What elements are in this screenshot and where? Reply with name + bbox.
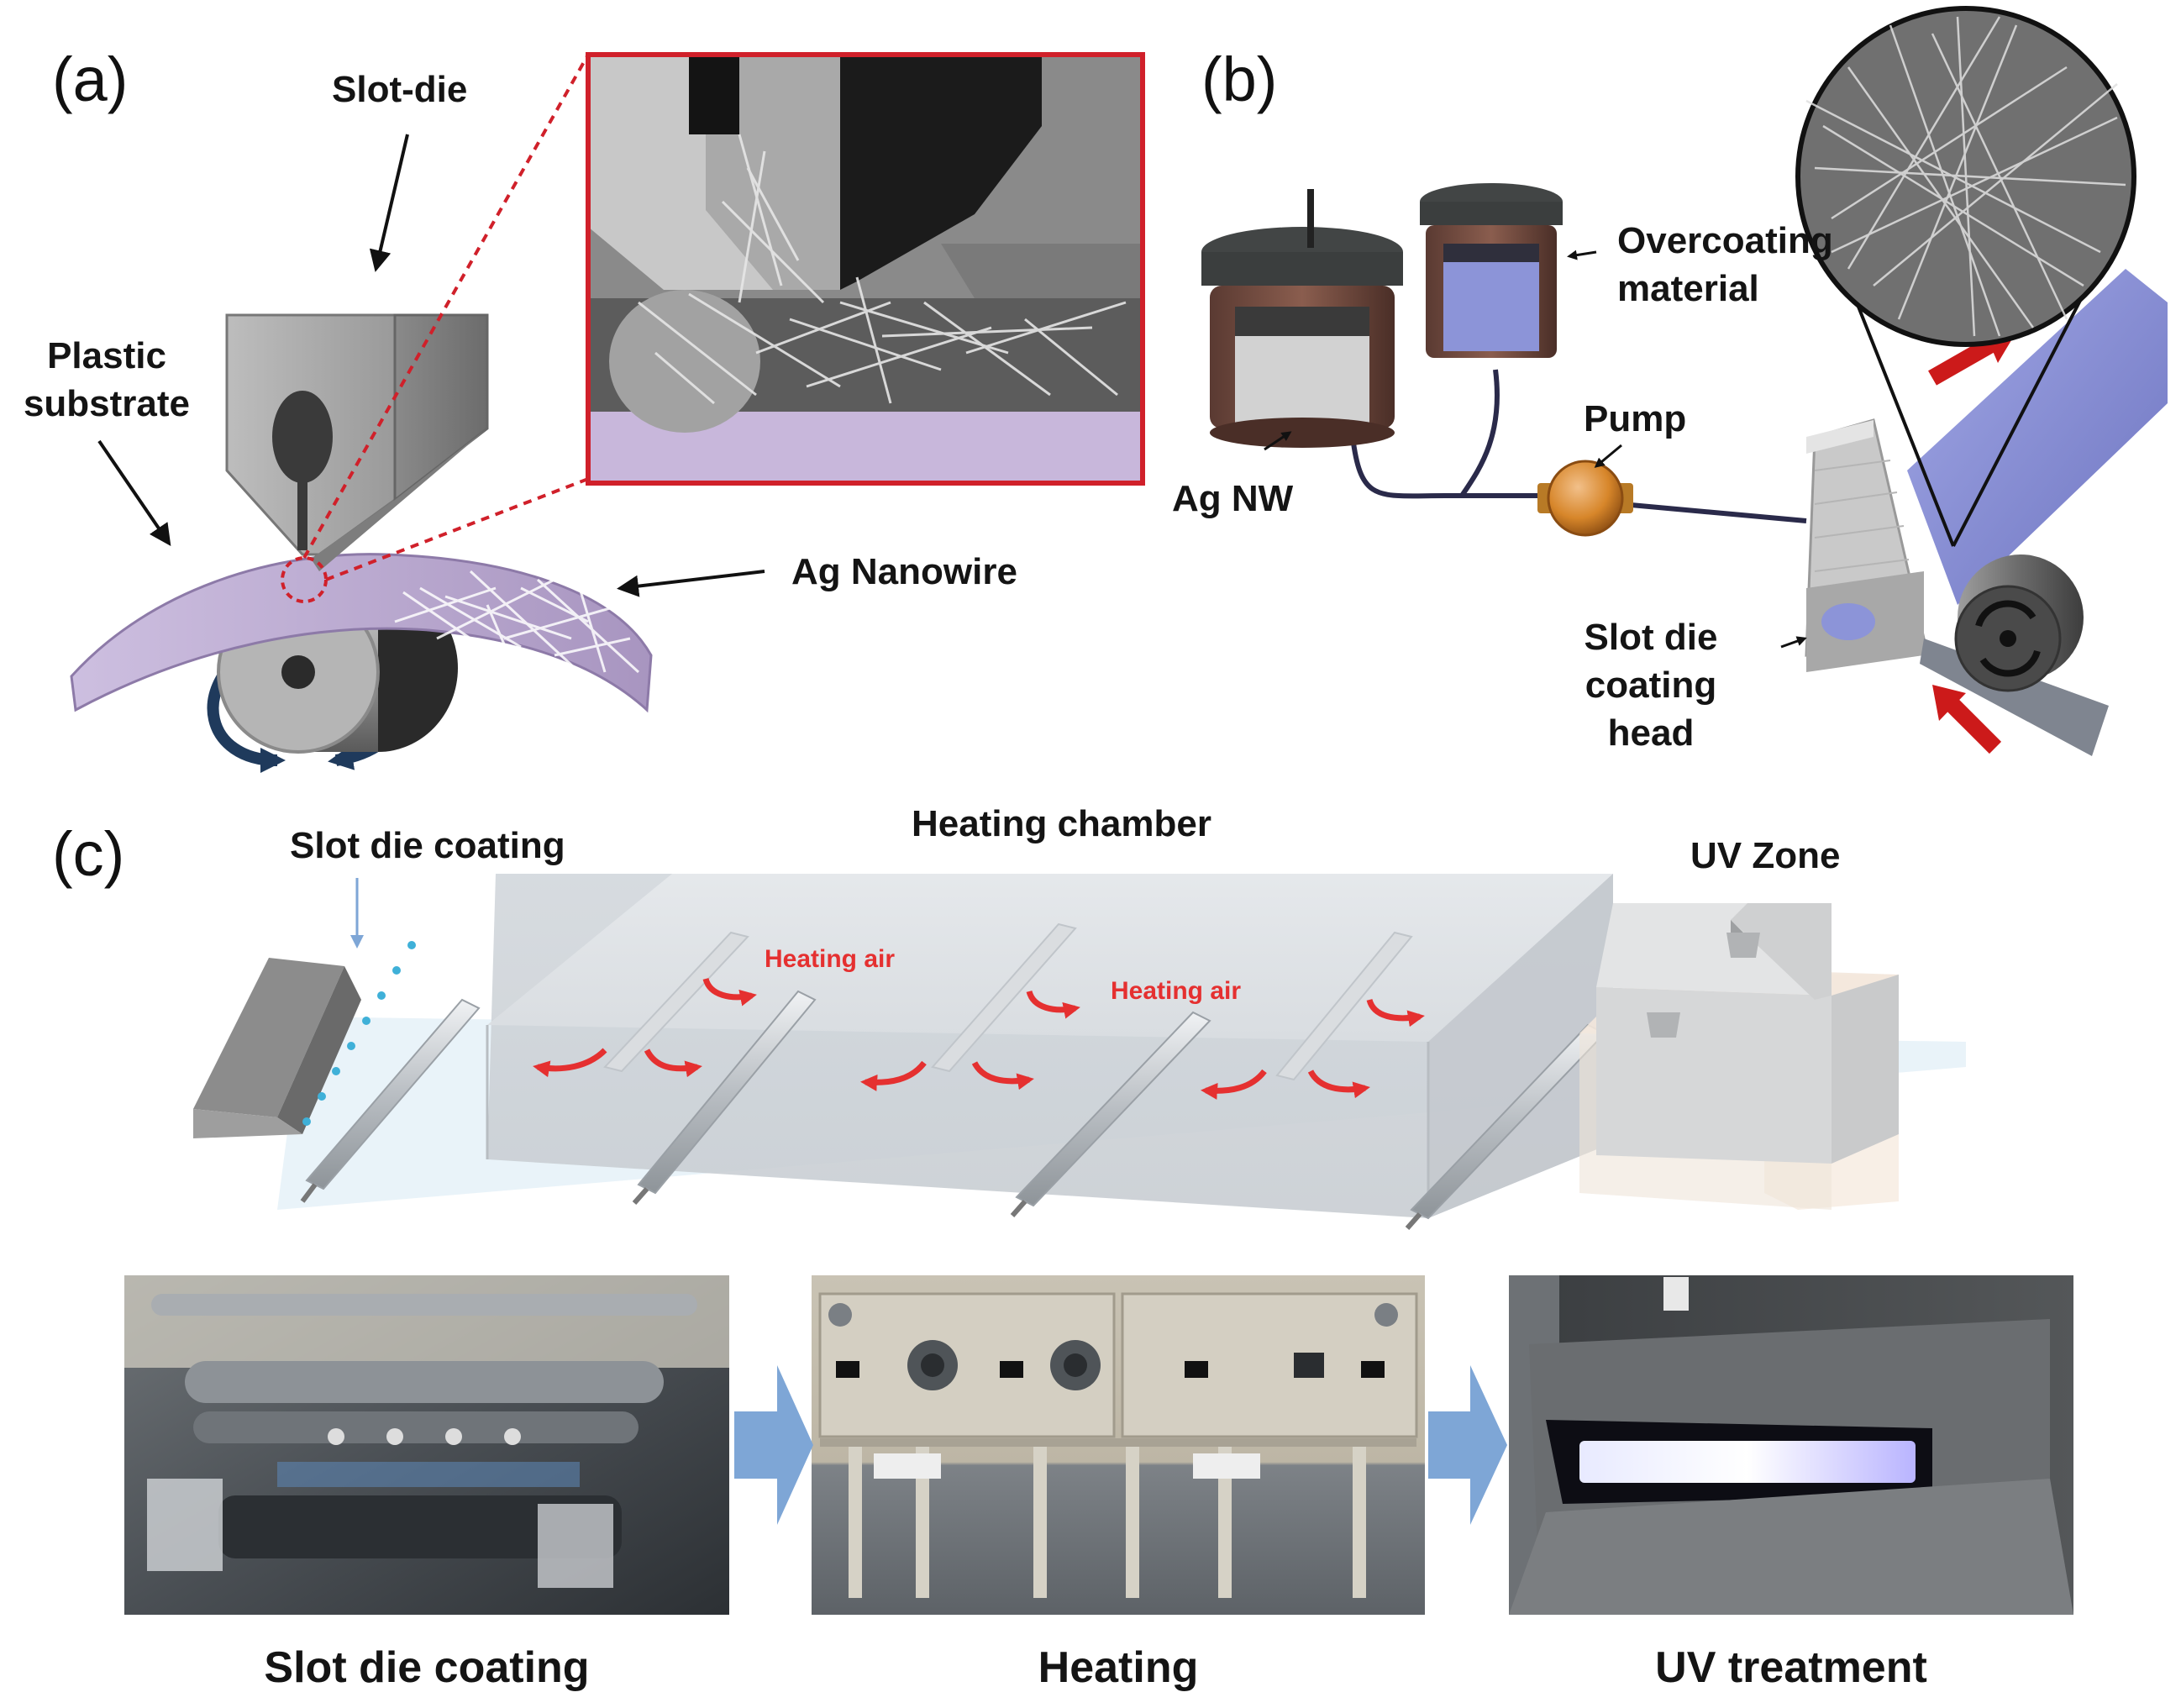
inset-nanowires xyxy=(638,134,1127,405)
label-plastic-substrate: Plastic substrate xyxy=(10,332,203,428)
pump-body xyxy=(1547,460,1624,537)
coating-drops xyxy=(302,941,416,1126)
roller-2 xyxy=(637,990,817,1195)
label-heating-air-2: Heating air xyxy=(1111,977,1242,1005)
label-overcoating-line2: material xyxy=(1617,268,1759,310)
label-plastic-substrate-line2: substrate xyxy=(23,383,191,425)
label-ag-nw: Ag NW xyxy=(1172,478,1294,519)
panel-letter-b: (b) xyxy=(1201,45,1278,114)
tube-overcoat xyxy=(1459,369,1500,497)
overcoated-web xyxy=(1907,269,2168,605)
label-slot-die-coating: Slot die coating xyxy=(290,825,565,866)
roller-3 xyxy=(1015,1011,1211,1207)
label-heating-air-1: Heating air xyxy=(765,945,896,973)
process-arrow-2 xyxy=(1428,1365,1507,1525)
label-slot-die: Slot-die xyxy=(332,69,468,110)
photo-uv-treatment xyxy=(1509,1275,2073,1615)
panel-a-illustration xyxy=(70,54,765,773)
label-pump: Pump xyxy=(1584,398,1687,439)
label-slot-die-coating-head: Slot die coating head xyxy=(1554,613,1747,758)
uv-zone-box xyxy=(1596,987,1832,1164)
panel-letter-a: (a) xyxy=(52,45,129,114)
caption-slot-die-coating: Slot die coating xyxy=(264,1643,590,1692)
caption-uv-treatment: UV treatment xyxy=(1655,1643,1927,1692)
photo-slot-die-coating xyxy=(124,1275,729,1615)
slot-die-block xyxy=(193,958,344,1117)
sem-nanowires xyxy=(1805,16,2126,337)
ag-nanowire-pointer xyxy=(617,570,765,597)
zoom-frame xyxy=(586,52,1145,486)
caption-heating: Heating xyxy=(1038,1643,1199,1692)
roll-axle xyxy=(281,655,315,689)
label-uv-zone: UV Zone xyxy=(1690,835,1841,876)
label-slot-die-head-line2: coating xyxy=(1585,665,1717,707)
plastic-substrate-pointer xyxy=(97,439,171,546)
zoom-line-top xyxy=(302,54,590,559)
nanowire-mesh-a xyxy=(394,570,640,682)
label-ag-nanowire: Ag Nanowire xyxy=(791,551,1017,592)
label-slot-die-head-line3: head xyxy=(1607,712,1695,754)
slot-die-cavity xyxy=(272,391,333,483)
heating-air-arrows xyxy=(533,977,1425,1100)
process-arrow-1 xyxy=(734,1365,813,1525)
label-overcoating-material: Overcoating material xyxy=(1617,217,1833,313)
label-slot-die-head-line1: Slot die xyxy=(1584,617,1718,658)
zoom-line-bottom xyxy=(325,477,589,581)
inset-roll xyxy=(609,290,760,433)
roller-1 xyxy=(305,998,481,1190)
label-heating-chamber: Heating chamber xyxy=(912,803,1211,844)
panel-letter-c: (c) xyxy=(52,819,125,889)
photo-heating xyxy=(812,1275,1425,1615)
zoom-inset xyxy=(586,52,1145,486)
label-overcoating-line1: Overcoating xyxy=(1617,220,1833,261)
slot-die-pointer xyxy=(369,134,409,272)
panel-b-illustration xyxy=(1201,6,2168,756)
plastic-substrate-sheet xyxy=(70,553,653,713)
uv-lamp-glow xyxy=(1579,1441,1916,1483)
panel-c-schematic xyxy=(193,874,1966,1230)
tube-to-head xyxy=(1621,502,1807,523)
label-plastic-substrate-line1: Plastic xyxy=(47,335,166,376)
